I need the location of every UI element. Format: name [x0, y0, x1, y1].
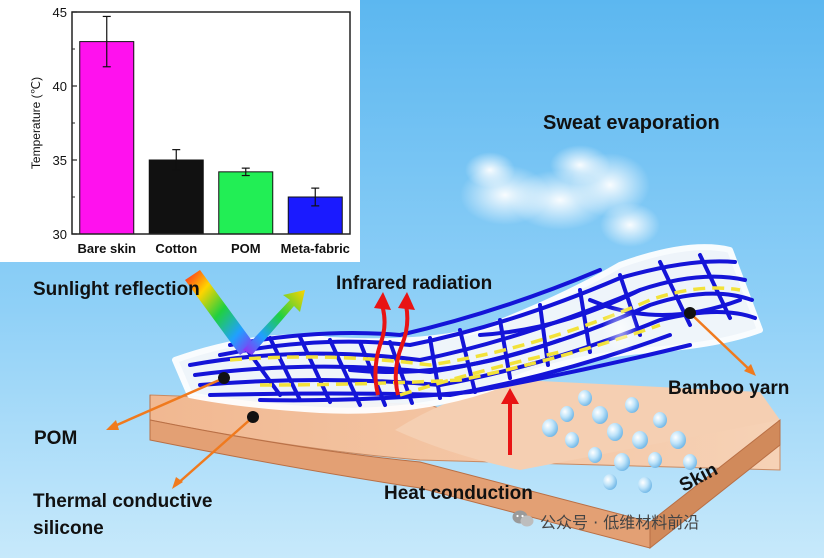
x-tick-label: Bare skin	[77, 241, 136, 256]
y-tick-label: 30	[53, 227, 67, 242]
sweat-evaporation-label: Sweat evaporation	[543, 112, 720, 134]
watermark-text: 公众号 · 低维材料前沿	[540, 513, 700, 532]
infrared-radiation-label: Infrared radiation	[336, 273, 493, 294]
x-tick-label: Meta-fabric	[281, 241, 350, 256]
sunlight-reflection-label: Sunlight reflection	[33, 279, 200, 300]
skin-layer	[149, 380, 781, 550]
temperature-chart-panel: 30 35 40 45 Bare skin Cotton POM Meta-fabric T…	[0, 0, 360, 262]
infrared-arrows	[373, 304, 512, 455]
bar-pom	[218, 171, 274, 235]
error-bar-cotton	[172, 149, 181, 171]
bamboo-yarn-label: Bamboo yarn	[668, 378, 790, 399]
thermal-conductive-label: Thermal conductive	[33, 491, 213, 512]
infrared-arrowheads	[374, 292, 519, 404]
bar-bare-skin	[79, 41, 135, 235]
silicone-label: silicone	[33, 518, 104, 539]
heat-conduction-label: Heat conduction	[384, 483, 533, 504]
error-bar-meta-fabric	[311, 187, 320, 207]
pom-label: POM	[34, 428, 78, 449]
y-tick-label: 40	[53, 79, 67, 94]
error-bar-pom	[241, 167, 250, 177]
error-bar-bare-skin	[102, 15, 111, 68]
sunlight-beams	[185, 270, 305, 355]
pointer-lines	[109, 312, 753, 486]
y-axis-label: Temperature (℃)	[29, 77, 43, 169]
bar-cotton	[148, 159, 204, 235]
pointer-arrowheads	[106, 364, 756, 489]
wechat-icon	[512, 510, 534, 527]
vapor-cloud	[460, 145, 660, 355]
x-tick-label: POM	[231, 241, 261, 256]
temperature-bar-chart: 30 35 40 45 Bare skin Cotton POM Meta-fabric T…	[29, 5, 351, 256]
x-tick-label: Cotton	[155, 241, 197, 256]
y-tick-label: 35	[53, 153, 67, 168]
y-tick-label: 45	[53, 5, 67, 20]
sweat-droplets	[542, 390, 697, 493]
meta-fabric	[172, 244, 763, 414]
pointer-dots	[218, 307, 696, 423]
